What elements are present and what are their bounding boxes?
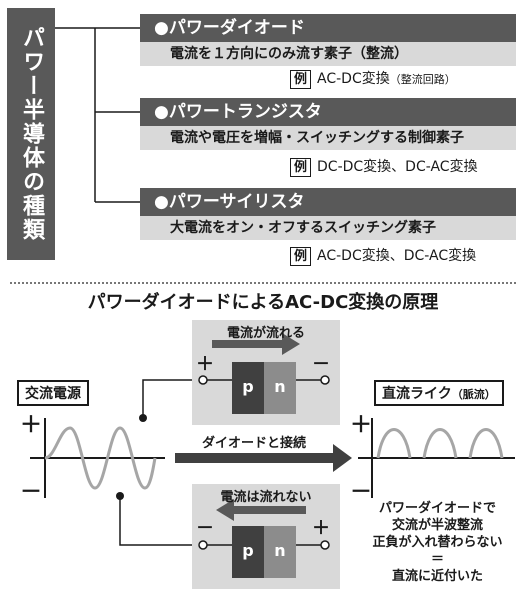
p-block-bottom (232, 526, 264, 578)
type-desc-diode: 電流を１方向にのみ流す素子（整流） (140, 42, 516, 66)
reverse-arrow-shaft (234, 506, 306, 514)
explanation-note: パワーダイオードで 交流が半波整流 正負が入れ替わらない ＝ 直流に近付いた (355, 500, 520, 585)
wire-top (142, 379, 196, 418)
note-line-1: パワーダイオードで (378, 501, 496, 516)
type-header-transistor: ●パワートランジスタ (140, 98, 516, 126)
principle-title: パワーダイオードによるAC-DC変換の原理 (87, 292, 439, 313)
n-label-bottom: n (274, 541, 286, 560)
note-line-4: ＝ (430, 552, 444, 567)
connect-arrow-shaft (175, 453, 333, 463)
p-block-top (232, 362, 264, 414)
ac-source-label: 交流電源 (17, 380, 89, 406)
ac-waveform (44, 426, 157, 490)
section-divider (10, 282, 516, 284)
no-flow-label: 電流は流れない (220, 490, 312, 505)
forward-arrow-shaft (212, 340, 282, 348)
dc-waveform (376, 428, 504, 459)
device-top-minus: － (312, 354, 330, 375)
connect-label: ダイオードと接続 (201, 436, 306, 451)
reverse-arrow-head (216, 499, 234, 521)
tree-connectors (55, 27, 140, 203)
type-desc-transistor: 電流や電圧を増幅・スイッチングする制御素子 (140, 126, 516, 150)
n-label-top: n (274, 377, 286, 396)
connect-arrow-head (333, 444, 352, 472)
node-top (139, 414, 147, 422)
types-title-box: パワー半導体の種類 (7, 8, 55, 260)
ac-minus: － (20, 480, 43, 505)
type-desc-thyristor: 大電流をオン・オフするスイッチング素子 (140, 216, 516, 240)
device-top-plus: ＋ (196, 354, 214, 375)
wire-bottom (119, 496, 196, 546)
note-line-5: 直流に近付いた (391, 569, 483, 584)
note-line-3: 正負が入れ替わらない (372, 535, 503, 550)
ac-plus: ＋ (20, 413, 43, 438)
device-bottom-plus: ＋ (312, 518, 330, 539)
forward-arrow-head (282, 333, 300, 355)
dc-minus: － (350, 480, 373, 505)
node-bottom (116, 492, 124, 500)
n-block-top (264, 362, 296, 414)
dc-label: 直流ライク（脈流） (374, 380, 504, 406)
type-header-diode: ●パワーダイオード (140, 14, 516, 42)
n-block-bottom (264, 526, 296, 578)
p-label-bottom: p (242, 541, 254, 560)
dc-plus: ＋ (350, 413, 373, 438)
device-bottom-minus: － (196, 518, 214, 539)
type-header-thyristor: ●パワーサイリスタ (140, 188, 516, 216)
flow-label: 電流が流れる (226, 326, 305, 341)
note-line-2: 交流が半波整流 (391, 518, 483, 533)
types-title: パワー半導体の種類 (19, 26, 44, 242)
p-label-top: p (242, 377, 254, 396)
